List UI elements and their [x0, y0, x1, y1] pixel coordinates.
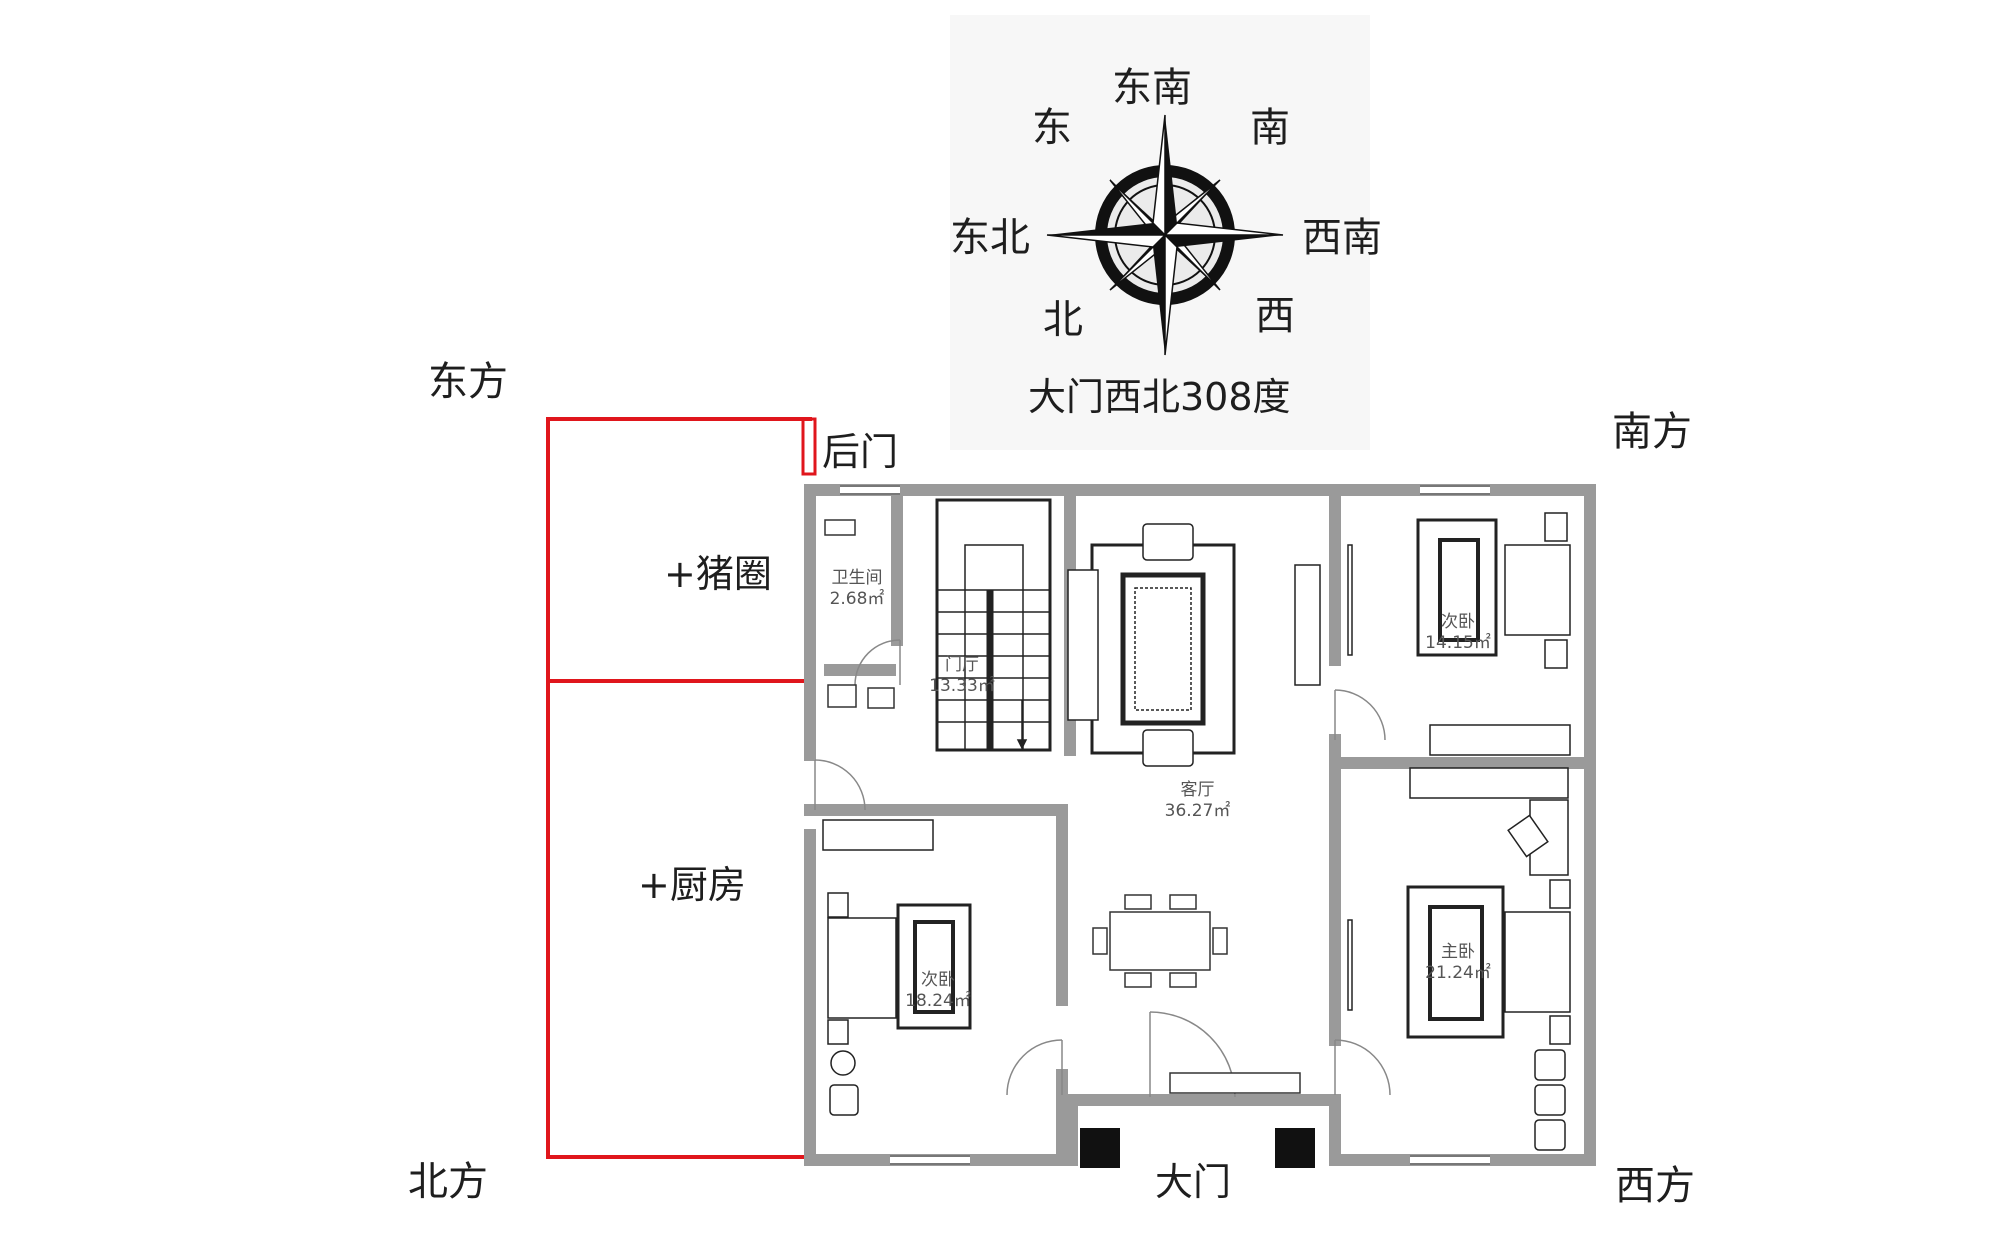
- room-name: 次卧: [1441, 612, 1475, 632]
- room-foyer: 门厅 13.33㎡: [922, 655, 1002, 698]
- dining-set: [1092, 894, 1301, 1094]
- compass-label-southwest: 西南: [1302, 215, 1382, 261]
- label-west-side: 西方: [1615, 1163, 1695, 1209]
- compass-rose: [1046, 114, 1284, 356]
- living-sofa-set: [1067, 523, 1321, 767]
- master-bedroom-furniture: [1347, 767, 1571, 1151]
- room-second-bedroom-b: 次卧 18.24㎡: [898, 970, 978, 1013]
- room-name: 门厅: [945, 655, 979, 675]
- room-name: 客厅: [1180, 780, 1215, 800]
- room-master-bedroom: 主卧 21.24㎡: [1418, 942, 1498, 985]
- staircase: [935, 498, 1052, 752]
- room-name: 次卧: [921, 970, 955, 990]
- compass-label-northeast: 东北: [950, 215, 1030, 261]
- walls: [804, 484, 1596, 1166]
- room-area: 18.24㎡: [905, 991, 971, 1012]
- room-area: 21.24㎡: [1425, 963, 1491, 984]
- bedroom-top-right-furniture: [1347, 512, 1571, 756]
- door-post-left: [1080, 1128, 1120, 1168]
- room-name: 主卧: [1441, 942, 1475, 962]
- main-door-label: 大门: [1155, 1160, 1232, 1204]
- compass-label-west: 西: [1255, 293, 1295, 339]
- room-area: 13.33㎡: [929, 676, 995, 697]
- room-living: 客厅 36.27㎡: [1150, 780, 1245, 823]
- room-name: 卫生间: [831, 568, 883, 588]
- bedroom-bottom-left-furniture: [822, 819, 972, 1116]
- room-bathroom: 卫生间 2.68㎡: [822, 568, 892, 611]
- compass-label-south: 南: [1250, 105, 1290, 151]
- addition-outline: [546, 417, 817, 1159]
- compass-label-southeast: 东南: [1112, 65, 1192, 111]
- label-north-side: 北方: [408, 1159, 488, 1205]
- door-post-right: [1275, 1128, 1315, 1168]
- compass-label-north: 北: [1043, 297, 1083, 343]
- room-area: 36.27㎡: [1164, 801, 1231, 822]
- kitchen-label: +厨房: [638, 863, 746, 907]
- bathroom-fixtures: [824, 519, 895, 709]
- back-door-label: 后门: [822, 430, 899, 474]
- compass-label-east: 东: [1032, 105, 1072, 151]
- room-area: 2.68㎡: [829, 589, 885, 610]
- compass-caption: 大门西北308度: [1028, 375, 1291, 419]
- pigsty-label: +猪圈: [664, 552, 772, 596]
- label-south-side: 南方: [1612, 409, 1692, 455]
- label-east-side: 东方: [428, 359, 508, 405]
- room-second-bedroom-a: 次卧 14.15㎡: [1418, 612, 1498, 655]
- door-swings: [814, 639, 1391, 1098]
- wall-gaps: [840, 486, 1490, 1164]
- room-area: 14.15㎡: [1425, 633, 1491, 654]
